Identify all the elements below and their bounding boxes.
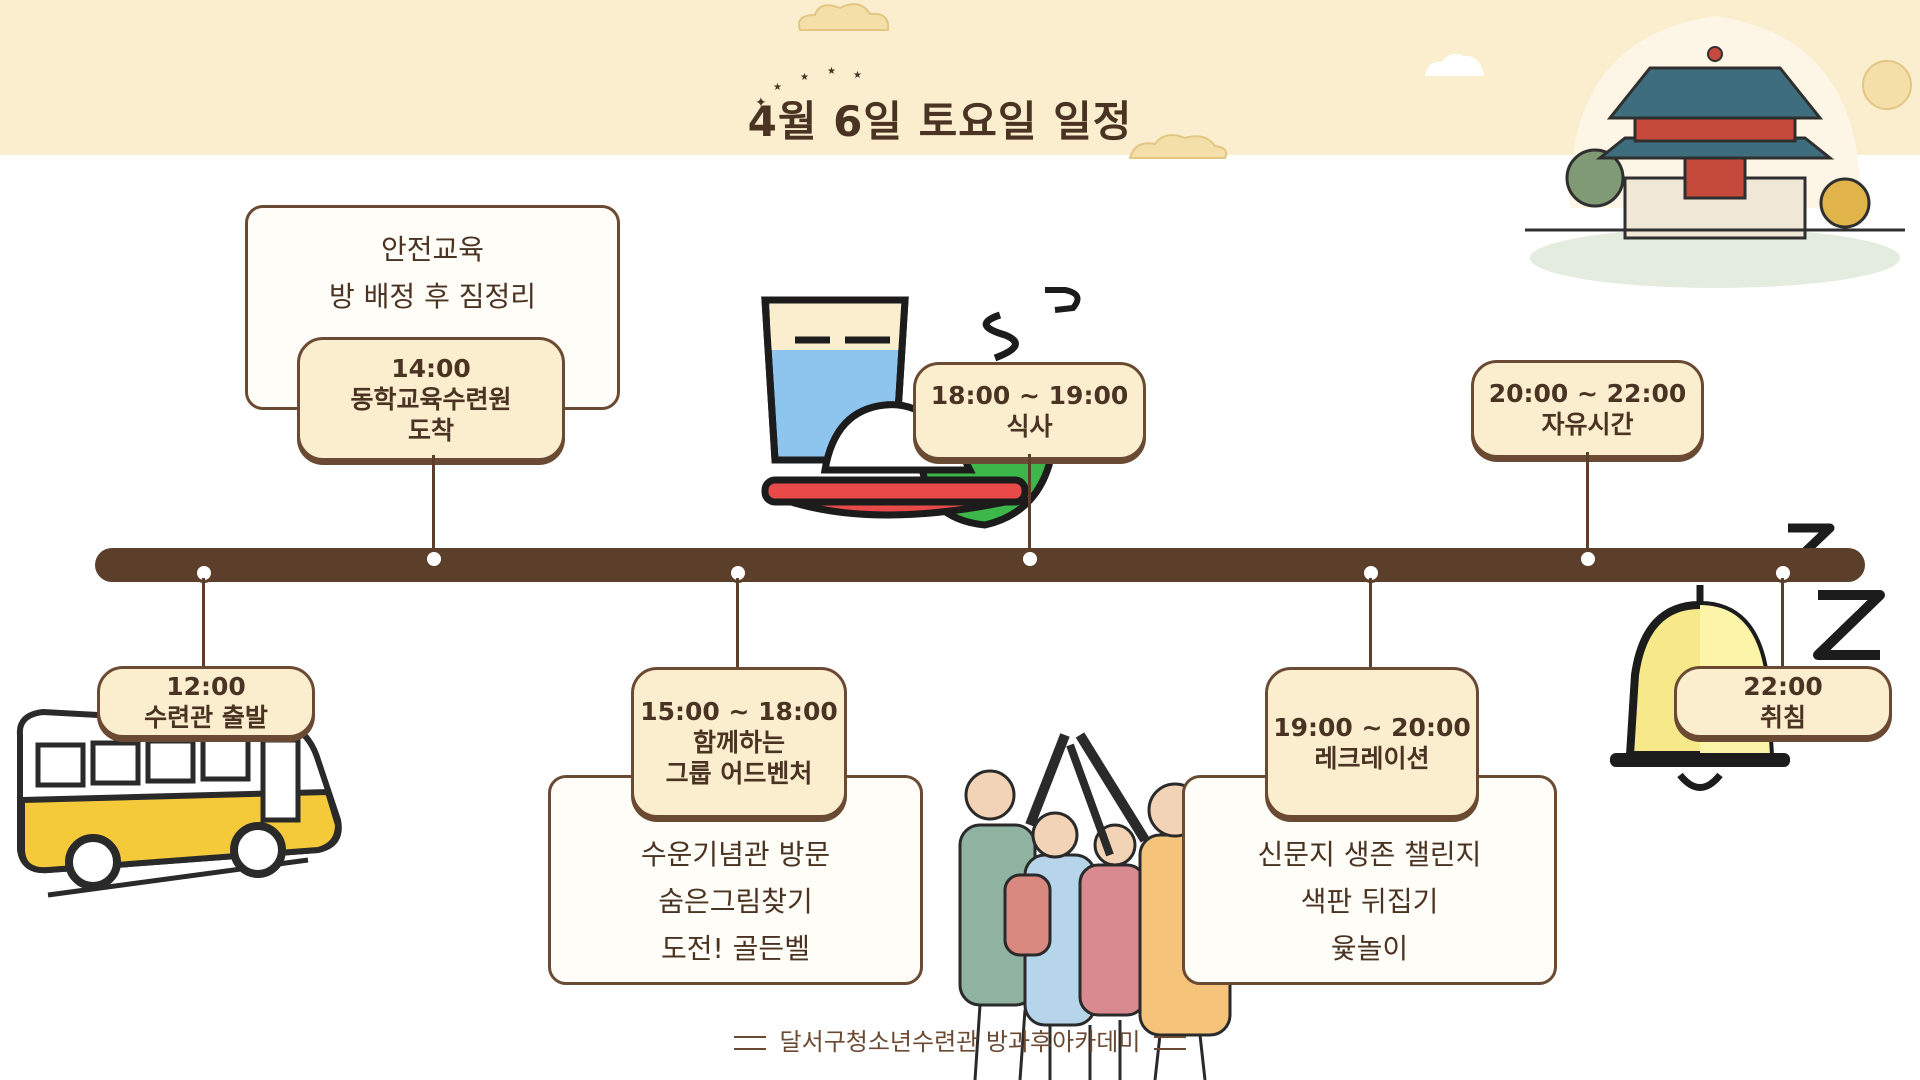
event-time-pill: 18:00 ~ 19:00 식사 (913, 362, 1146, 460)
timeline-dot (424, 549, 444, 569)
footer-divider-left (733, 1036, 766, 1050)
event-time: 14:00 (391, 353, 471, 383)
event-time-pill: 12:00 수련관 출발 (97, 666, 315, 738)
event-time: 12:00 (166, 672, 246, 701)
event-label: 함께하는 그룹 어드벤처 (665, 728, 813, 788)
event-detail: 윷놀이 (1330, 932, 1409, 965)
timeline-stem (202, 578, 205, 668)
timeline-stem (1586, 452, 1589, 554)
svg-text:✦: ✦ (755, 95, 767, 111)
event-time-pill: 15:00 ~ 18:00 함께하는 그룹 어드벤처 (631, 667, 847, 818)
event-detail: 도전! 골든벨 (661, 932, 810, 965)
event-time: 15:00 ~ 18:00 (640, 697, 838, 726)
event-detail: 수운기념관 방문 (640, 838, 831, 871)
event-detail: 신문지 생존 챌린지 (1257, 838, 1482, 871)
svg-text:★: ★ (853, 70, 862, 81)
event-time-pill: 22:00 취침 (1674, 666, 1892, 738)
event-time: 22:00 (1743, 672, 1823, 701)
footer-text: 달서구청소년수련관 방과후아카데미 (779, 1028, 1141, 1056)
timeline-stem (1369, 578, 1372, 668)
palace-illustration (1525, 16, 1905, 288)
timeline-dot (1578, 549, 1598, 569)
timeline-stem (1028, 454, 1031, 554)
event-label: 취침 (1759, 703, 1806, 732)
event-label: 식사 (1006, 412, 1053, 441)
event-time: 19:00 ~ 20:00 (1273, 712, 1471, 742)
event-detail: 색판 뒤집기 (1300, 885, 1439, 918)
event-time: 20:00 ~ 22:00 (1488, 379, 1687, 408)
cloud-icon (1862, 60, 1912, 110)
event-detail: 숨은그림찾기 (658, 885, 813, 918)
zzz-icon (1783, 523, 1885, 660)
event-time-pill: 14:00 동학교육수련원 도착 (297, 337, 565, 461)
svg-text:★: ★ (827, 66, 836, 77)
page-title: 4월 6일 토요일 일정 (747, 97, 1133, 146)
cloud-icon (1128, 134, 1228, 159)
timeline-axis (95, 548, 1865, 582)
event-label: 레크레이션 (1314, 743, 1430, 773)
timeline-stem (1781, 578, 1784, 668)
event-time-pill: 19:00 ~ 20:00 레크레이션 (1265, 667, 1479, 818)
bus-icon (16, 708, 342, 898)
event-detail: 안전교육 (380, 233, 485, 266)
cloud-icon (798, 3, 890, 31)
event-time-pill: 20:00 ~ 22:00 자유시간 (1471, 360, 1704, 458)
stars-decoration: ✦ ★ ★ ★ ★ (755, 66, 862, 111)
footer-divider-right (1154, 1036, 1187, 1050)
timeline-stem (736, 578, 739, 668)
timeline-dot (1020, 549, 1040, 569)
svg-text:★: ★ (800, 72, 809, 83)
footer: 달서구청소년수련관 방과후아카데미 (0, 1022, 1920, 1057)
event-label: 자유시간 (1541, 410, 1634, 439)
event-time: 18:00 ~ 19:00 (930, 381, 1129, 410)
svg-text:★: ★ (773, 82, 782, 93)
cloud-icon (1425, 54, 1484, 76)
timeline-stem (432, 455, 435, 555)
event-detail: 방 배정 후 짐정리 (328, 280, 537, 313)
event-label: 수련관 출발 (144, 703, 268, 732)
event-label: 동학교육수련원 도착 (350, 384, 512, 445)
